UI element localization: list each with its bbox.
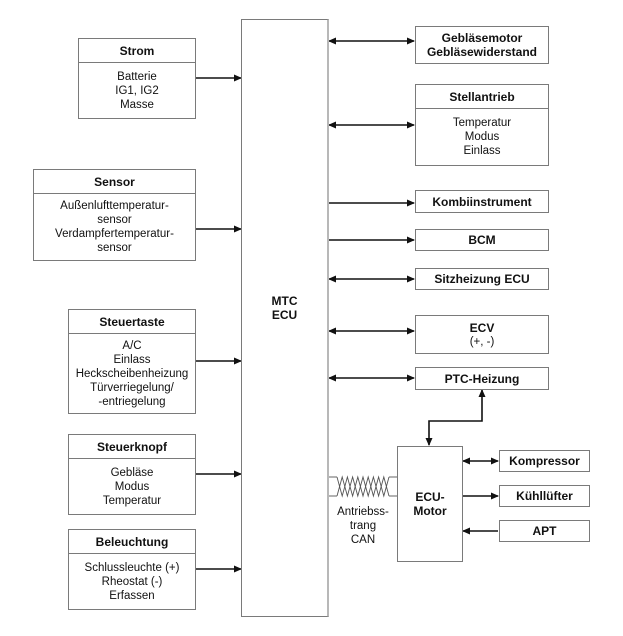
- output-box-bcm: BCM: [415, 229, 549, 251]
- can-label-line: CAN: [350, 534, 376, 546]
- ecu-motor-box: ECU- Motor: [397, 446, 463, 562]
- input-box-beleuchtung: Beleuchtung Schlussleuchte (+) Rheostat …: [68, 529, 196, 610]
- input-line: sensor: [97, 242, 132, 254]
- output-box-stellantrieb: Stellantrieb Temperatur Modus Einlass: [415, 84, 549, 166]
- output-box-ecv: ECV (+, -): [415, 315, 549, 354]
- mtc-ecu-label-line2: ECU: [271, 308, 298, 322]
- output-title-stellantrieb: Stellantrieb: [416, 85, 548, 109]
- arrow-ptc-ecu-motor: [425, 389, 486, 446]
- output-line: Temperatur: [452, 117, 512, 129]
- output-line: Einlass: [463, 145, 501, 157]
- peripheral-label: Kühllüfter: [516, 489, 573, 503]
- input-box-steuerknopf: Steuerknopf Gebläse Modus Temperatur: [68, 434, 196, 515]
- input-line: Modus: [114, 480, 150, 493]
- input-line: Türverriegelung/: [90, 381, 174, 394]
- input-line: A/C: [122, 339, 142, 352]
- output-line: Gebläsewiderstand: [426, 45, 538, 59]
- output-line: Sitzheizung ECU: [434, 272, 530, 286]
- input-line: Verdampfertemperatur-: [55, 228, 174, 240]
- can-label-line: Antriebss-: [337, 506, 389, 518]
- input-title-steuertaste: Steuertaste: [69, 310, 195, 334]
- mtc-ecu-box: MTC ECU: [241, 19, 329, 617]
- input-line: -entriegelung: [98, 395, 166, 408]
- input-line: Rheostat (-): [101, 575, 163, 588]
- input-line: Temperatur: [102, 494, 162, 507]
- input-line: sensor: [97, 214, 132, 226]
- input-box-steuertaste: Steuertaste A/C Einlass Heckscheibenheiz…: [68, 309, 196, 414]
- output-box-geblaesemotor: Gebläsemotor Gebläsewiderstand: [415, 26, 549, 64]
- mtc-ecu-label-line1: MTC: [271, 294, 298, 308]
- input-line: IG1, IG2: [115, 84, 159, 97]
- input-line: Masse: [120, 98, 154, 111]
- can-label-line: trang: [349, 520, 377, 532]
- can-bus-label: Antriebss- trang CAN: [326, 505, 400, 547]
- output-box-sitzheizung-ecu: Sitzheizung ECU: [415, 268, 549, 290]
- input-title-strom: Strom: [79, 39, 195, 63]
- peripheral-label: APT: [532, 524, 557, 538]
- peripheral-box-apt: APT: [499, 520, 590, 542]
- input-line: Heckscheibenheizung: [75, 367, 189, 380]
- peripheral-box-kuehlluefter: Kühllüfter: [499, 485, 590, 507]
- output-sub-ecv: (+, -): [469, 335, 495, 348]
- peripheral-box-kompressor: Kompressor: [499, 450, 590, 472]
- input-line: Gebläse: [110, 466, 154, 479]
- ecu-motor-label-line1: ECU-: [415, 490, 445, 504]
- input-title-steuerknopf: Steuerknopf: [69, 435, 195, 459]
- input-line: Batterie: [117, 70, 157, 83]
- input-line: Einlass: [113, 353, 151, 366]
- output-line: PTC-Heizung: [444, 371, 520, 386]
- can-bus-twisted-pair: [329, 475, 397, 498]
- output-line: Modus: [464, 131, 500, 143]
- input-title-sensor: Sensor: [34, 170, 195, 194]
- output-line: BCM: [468, 233, 496, 247]
- ecu-motor-label-line2: Motor: [413, 504, 447, 518]
- input-title-beleuchtung: Beleuchtung: [69, 530, 195, 554]
- input-line: Schlussleuchte (+): [84, 561, 180, 574]
- output-box-ptc-heizung: PTC-Heizung: [415, 367, 549, 390]
- output-line: Gebläsemotor: [441, 31, 523, 45]
- input-line: Erfassen: [109, 589, 155, 602]
- input-line: Außenlufttemperatur-: [60, 200, 169, 212]
- peripheral-label: Kompressor: [509, 454, 580, 468]
- input-box-sensor: Sensor Außenlufttemperatur- sensor Verda…: [33, 169, 196, 261]
- output-box-kombiinstrument: Kombiinstrument: [415, 190, 549, 213]
- input-box-strom: Strom Batterie IG1, IG2 Masse: [78, 38, 196, 119]
- output-line: Kombiinstrument: [432, 194, 532, 209]
- output-title-ecv: ECV: [469, 320, 495, 335]
